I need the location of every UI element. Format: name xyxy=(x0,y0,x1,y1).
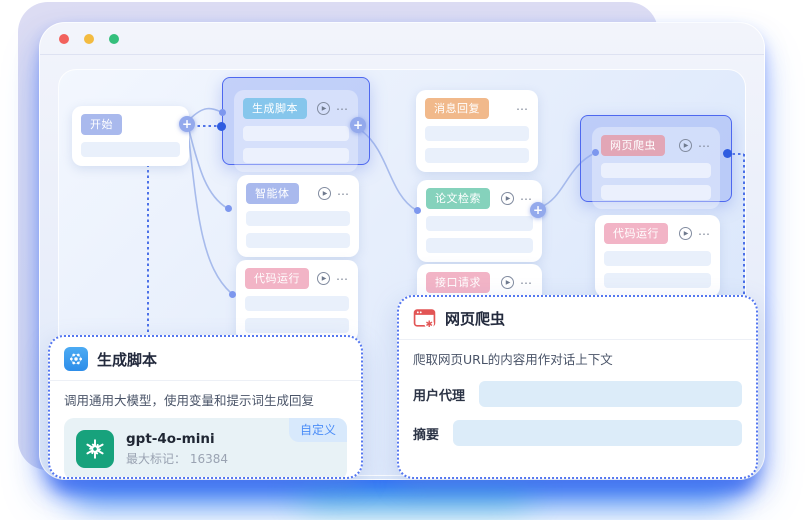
node-menu-icon[interactable]: ⋯ xyxy=(520,275,533,290)
field-row-user-agent: 用户代理 xyxy=(413,381,742,407)
summary-input[interactable] xyxy=(453,420,742,446)
node-field-row xyxy=(243,126,349,141)
node-generate-script-selected[interactable]: 生成脚本 ▶ ⋯ xyxy=(222,77,370,172)
node-label: 生成脚本 xyxy=(243,98,307,119)
model-card[interactable]: 自定义 xyxy=(64,418,347,477)
node-field-row xyxy=(604,273,711,288)
node-menu-icon[interactable]: ⋯ xyxy=(698,226,711,241)
node-start[interactable]: 开始 xyxy=(72,106,189,166)
node-agent[interactable]: 智能体 ▶ ⋯ xyxy=(237,175,359,257)
llm-model-icon xyxy=(64,347,88,371)
node-menu-icon[interactable]: ⋯ xyxy=(516,101,529,116)
browser-crawler-icon: ✱ xyxy=(413,307,436,330)
node-label: 接口请求 xyxy=(426,272,490,293)
node-field-row xyxy=(243,148,349,163)
node-label: 消息回复 xyxy=(425,98,489,119)
field-label: 摘要 xyxy=(413,427,440,443)
node-menu-icon[interactable]: ⋯ xyxy=(336,271,349,286)
node-menu-icon[interactable]: ⋯ xyxy=(520,191,533,206)
connector-dot xyxy=(229,291,236,298)
node-field-row xyxy=(601,185,711,200)
node-field-row xyxy=(604,251,711,266)
run-node-icon[interactable]: ▶ xyxy=(317,272,330,285)
run-node-icon[interactable]: ▶ xyxy=(501,192,514,205)
node-menu-icon[interactable]: ⋯ xyxy=(698,138,711,153)
node-field-row xyxy=(425,148,529,163)
panel-description: 调用通用大模型，使用变量和提示词生成回复 xyxy=(64,393,315,408)
node-label: 开始 xyxy=(81,114,122,135)
glow-decoration xyxy=(300,478,530,506)
node-code-run-left[interactable]: 代码运行 ▶ ⋯ xyxy=(236,260,358,342)
run-node-icon[interactable]: ▶ xyxy=(501,276,514,289)
node-menu-icon[interactable]: ⋯ xyxy=(336,101,349,116)
add-node-button[interactable]: + xyxy=(350,117,366,133)
node-field-row xyxy=(601,163,711,178)
node-label: 代码运行 xyxy=(245,268,309,289)
field-row-summary: 摘要 xyxy=(413,420,742,446)
node-code-run-right[interactable]: 代码运行 ▶ ⋯ xyxy=(595,215,720,297)
node-web-crawler-selected[interactable]: 网页爬虫 ▶ ⋯ xyxy=(580,115,732,209)
add-node-button[interactable]: + xyxy=(530,202,546,218)
model-name: gpt-4o-mini xyxy=(126,431,215,447)
connector-dot xyxy=(723,149,732,158)
minimize-window-button[interactable] xyxy=(84,33,94,44)
connector-dot xyxy=(592,149,599,156)
panel-title: 网页爬虫 xyxy=(445,310,506,328)
script-detail-panel: 生成脚本 调用通用大模型，使用变量和提示词生成回复 自定义 xyxy=(48,335,363,479)
add-node-button[interactable]: + xyxy=(179,116,195,132)
custom-badge: 自定义 xyxy=(288,418,347,442)
node-field-row xyxy=(245,318,349,333)
node-label: 智能体 xyxy=(246,183,299,204)
connector-dot xyxy=(225,205,232,212)
connector-dot xyxy=(219,109,226,116)
run-node-icon[interactable]: ▶ xyxy=(317,102,330,115)
node-label: 论文检索 xyxy=(426,188,490,209)
run-node-icon[interactable]: ▶ xyxy=(679,139,692,152)
node-paper-search[interactable]: 论文检索 ▶ ⋯ xyxy=(417,180,542,262)
node-field-row xyxy=(426,238,533,253)
node-field-row xyxy=(81,142,180,157)
panel-title: 生成脚本 xyxy=(97,350,158,369)
svg-text:✱: ✱ xyxy=(425,320,432,330)
node-label: 代码运行 xyxy=(604,223,668,244)
node-field-row xyxy=(425,126,529,141)
node-field-row xyxy=(245,296,349,311)
run-node-icon[interactable]: ▶ xyxy=(679,227,692,240)
connector-dot xyxy=(414,207,421,214)
maximize-window-button[interactable] xyxy=(109,33,119,44)
crawler-detail-panel: ✱ 网页爬虫 爬取网页URL的内容用作对话上下文 用户代理 摘要 xyxy=(397,295,758,479)
panel-header: 生成脚本 xyxy=(50,337,361,381)
node-menu-icon[interactable]: ⋯ xyxy=(337,186,350,201)
user-agent-input[interactable] xyxy=(479,381,742,407)
node-field-row xyxy=(246,211,350,226)
field-label: 用户代理 xyxy=(413,388,466,404)
connector-dot xyxy=(217,122,226,131)
close-window-button[interactable] xyxy=(59,33,69,44)
panel-description: 爬取网页URL的内容用作对话上下文 xyxy=(413,352,613,367)
node-label: 网页爬虫 xyxy=(601,135,665,156)
window-titlebar xyxy=(40,23,764,55)
panel-header: ✱ 网页爬虫 xyxy=(399,297,756,340)
model-max-tokens: 最大标记： 16384 xyxy=(126,452,228,466)
node-message-reply[interactable]: 消息回复 ⋯ xyxy=(416,90,538,172)
run-node-icon[interactable]: ▶ xyxy=(318,187,331,200)
openai-logo-icon xyxy=(76,430,114,468)
node-field-row xyxy=(426,216,533,231)
app-window: 开始 生成脚本 ▶ ⋯ xyxy=(39,22,765,480)
node-field-row xyxy=(246,233,350,248)
